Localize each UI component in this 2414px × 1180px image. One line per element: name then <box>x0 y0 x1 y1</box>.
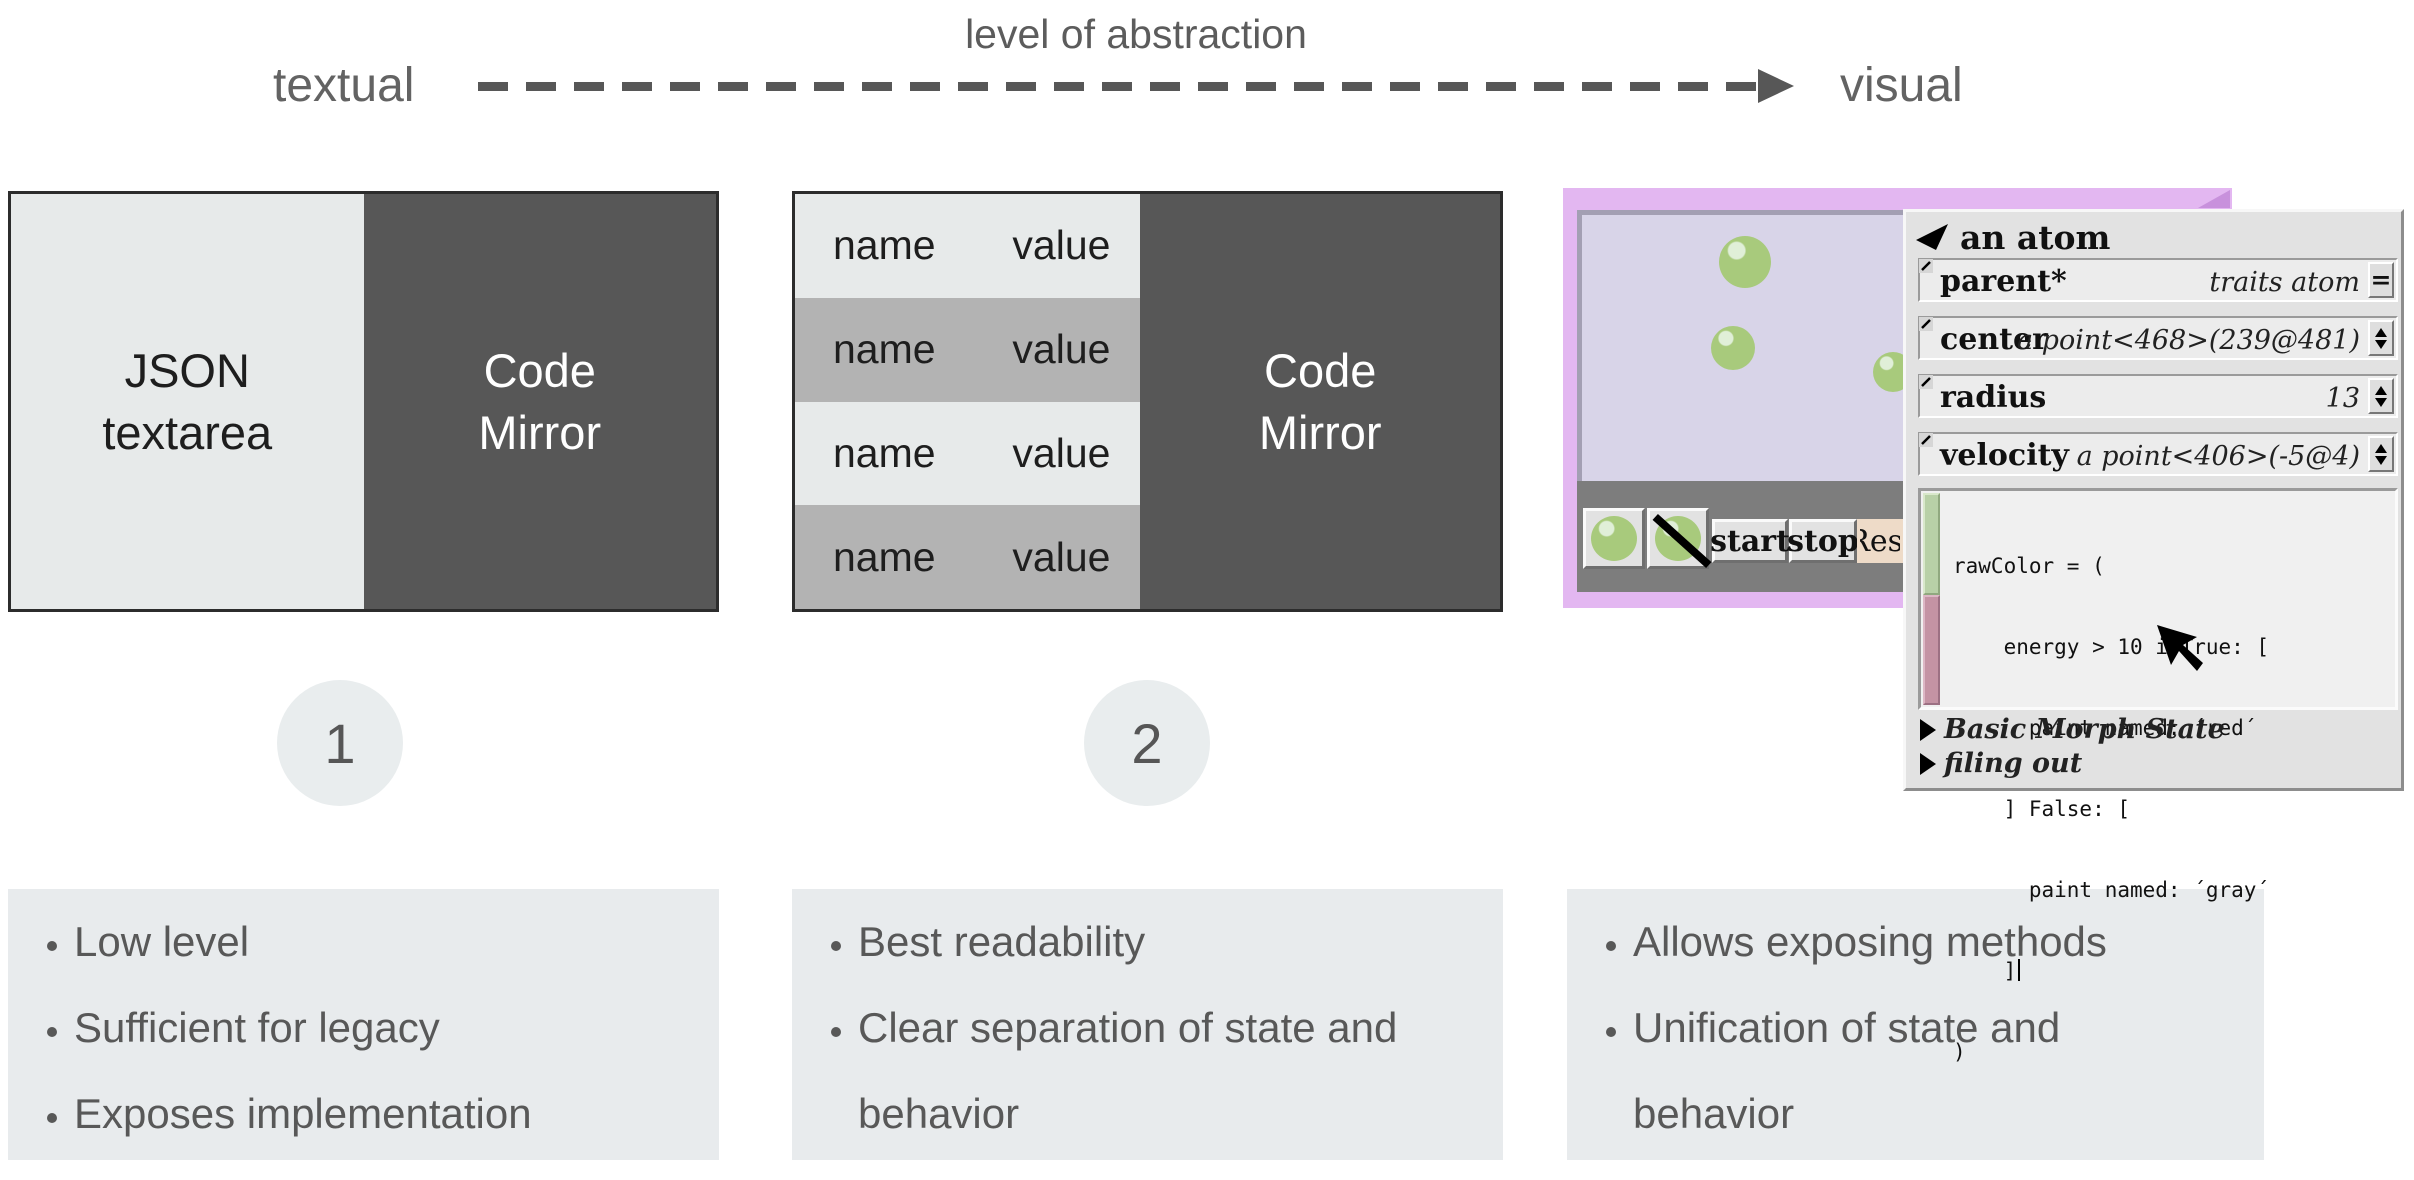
bullet-list: Best readability Clear separation of sta… <box>792 889 1503 1157</box>
table-row: name value <box>795 401 1141 506</box>
bullet-item: Sufficient for legacy <box>74 985 654 1071</box>
field-edit-icon[interactable] <box>1919 433 1933 447</box>
step-number-2: 2 <box>1084 680 1210 806</box>
field-row-velocity[interactable]: velocity a point<406>(-5@4) <box>1918 432 2398 476</box>
table-row: name value <box>795 505 1141 609</box>
cell-value: value <box>1012 429 1111 476</box>
stepper-button[interactable] <box>2368 378 2394 414</box>
cell-name: name <box>833 533 936 580</box>
cell-name: name <box>833 326 936 373</box>
code-scrollbar[interactable] <box>1923 493 1940 705</box>
arrow-head-icon <box>1758 69 1794 103</box>
field-row-parent[interactable]: parent* traits atom = <box>1918 258 2398 302</box>
bullet-item: Clear separation of state and behavior <box>858 985 1438 1157</box>
atom-ball-icon <box>1591 516 1637 561</box>
field-label: center <box>1940 322 2048 357</box>
start-button[interactable]: start <box>1710 519 1790 563</box>
bullet-item: Best readability <box>858 899 1438 985</box>
field-label: velocity <box>1940 438 2069 473</box>
section-filing-out[interactable]: filing out <box>1920 748 2082 779</box>
json-textarea-panel: JSON textarea <box>11 194 364 609</box>
resize-button[interactable]: Resi <box>1857 519 1903 563</box>
inspector-header: an atom <box>1916 218 2110 257</box>
panel-label: Code Mirror <box>478 343 602 459</box>
stepper-down-icon <box>2375 339 2387 349</box>
stepper-up-icon <box>2375 385 2387 395</box>
field-value: a point<406>(-5@4) <box>2076 441 2360 472</box>
stop-button[interactable]: stop <box>1787 519 1859 563</box>
cell-name: name <box>833 429 936 476</box>
mouse-cursor-icon <box>2157 625 2203 671</box>
code-line: paint named: ´gray´ <box>1953 878 2270 902</box>
field-edit-icon[interactable] <box>1919 317 1933 331</box>
bullet-item: Low level <box>74 899 654 985</box>
cell-value: value <box>1012 533 1111 580</box>
code-line: ] False: [ <box>1953 797 2131 821</box>
disclosure-triangle-icon <box>1920 718 1936 741</box>
stepper-down-icon <box>2375 397 2387 407</box>
inspector-title: an atom <box>1960 218 2111 257</box>
remove-atom-button[interactable] <box>1647 508 1712 569</box>
code-line: energy > 10 ifTrue: [ <box>1953 635 2270 659</box>
bullet-list: Allows exposing methods Unification of s… <box>1567 889 2264 1157</box>
axis-label-visual: visual <box>1840 59 1963 112</box>
field-value: traits atom <box>2209 267 2360 298</box>
stepper-button[interactable] <box>2368 436 2394 472</box>
field-label: parent* <box>1940 264 2067 299</box>
bullet-item: Unification of state and behavior <box>1633 985 2213 1157</box>
code-line-with-cursor: ] <box>1953 958 2269 985</box>
cell-value: value <box>1012 222 1111 269</box>
benefits-box-1: Low level Sufficient for legacy Exposes … <box>8 889 719 1160</box>
code-editor[interactable]: rawColor = ( energy > 10 ifTrue: [ paint… <box>1918 488 2398 1064</box>
panel-label: Code Mirror <box>1258 343 1382 459</box>
collapse-flag-icon[interactable] <box>1916 223 1950 252</box>
add-atom-button[interactable] <box>1583 508 1645 569</box>
atom-ball[interactable] <box>1711 326 1755 370</box>
scrollbar-top-thumb[interactable] <box>1923 493 1940 595</box>
code-text: rawColor = ( energy > 10 ifTrue: [ paint… <box>1953 499 2269 1120</box>
atom-ball[interactable] <box>1719 236 1771 288</box>
approach2-box: name value name value name value name va… <box>792 191 1503 612</box>
cell-value: value <box>1012 326 1111 373</box>
codemirror-panel-1: Code Mirror <box>363 194 716 609</box>
window-corner-fold <box>2198 190 2230 208</box>
stepper-up-icon <box>2375 443 2387 453</box>
field-label: radius <box>1940 380 2047 415</box>
step-number-1: 1 <box>277 680 403 806</box>
table-row: name value <box>795 297 1141 402</box>
field-edit-icon[interactable] <box>1919 259 1933 273</box>
benefits-box-3: Allows exposing methods Unification of s… <box>1567 889 2264 1160</box>
bullet-item: Exposes implementation <box>74 1071 654 1157</box>
codemirror-panel-2: Code Mirror <box>1140 194 1500 609</box>
cell-name: name <box>833 222 936 269</box>
field-value: 13 <box>2325 383 2360 414</box>
section-basic-morph-state[interactable]: Basic Morph State <box>1920 714 2225 745</box>
field-edit-icon[interactable] <box>1919 375 1933 389</box>
field-value: a point<468>(239@481) <box>2016 325 2360 356</box>
state-table: name value name value name value name va… <box>795 194 1141 609</box>
disclosure-triangle-icon <box>1920 752 1936 775</box>
field-row-radius[interactable]: radius 13 <box>1918 374 2398 418</box>
panel-label: JSON textarea <box>102 343 273 459</box>
axis-label-textual: textual <box>273 59 415 112</box>
scrollbar-bottom-thumb[interactable] <box>1923 594 1940 705</box>
stepper-button[interactable] <box>2368 320 2394 356</box>
stepper-down-icon <box>2375 455 2387 465</box>
stepper-up-icon <box>2375 327 2387 337</box>
approach1-box: JSON textarea Code Mirror <box>8 191 719 612</box>
bullet-list: Low level Sufficient for legacy Exposes … <box>8 889 719 1157</box>
atom-inspector: an atom parent* traits atom = center a p… <box>1903 209 2404 1064</box>
equals-button[interactable]: = <box>2368 262 2394 298</box>
abstraction-axis-dashed-line <box>478 82 1756 91</box>
table-row: name value <box>795 194 1141 298</box>
field-row-center[interactable]: center a point<468>(239@481) <box>1918 316 2398 360</box>
code-line: ) <box>1953 1040 1966 1064</box>
code-line: paint named: ´red´ <box>1953 716 2257 740</box>
code-line: rawColor = ( <box>1953 554 2105 578</box>
benefits-box-2: Best readability Clear separation of sta… <box>792 889 1503 1160</box>
axis-label-abstraction: level of abstraction <box>965 11 1307 57</box>
